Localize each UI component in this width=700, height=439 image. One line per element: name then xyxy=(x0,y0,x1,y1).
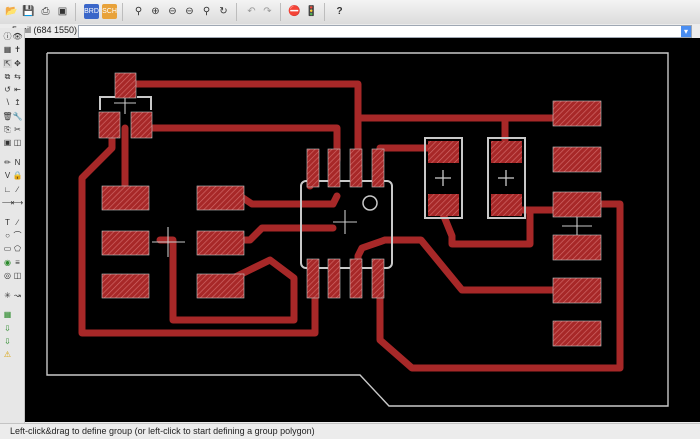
split-icon[interactable]: ∖ xyxy=(4,98,11,107)
cam-icon[interactable]: ▣ xyxy=(57,6,68,17)
rotate-icon[interactable]: ↺ xyxy=(4,85,11,94)
zoom-fit-icon[interactable]: ⚲ xyxy=(134,6,143,17)
tool-palette: ⓘ 👁 ▦ ✝ ⇱ ✥ ⧉ ⇆ ↺ ⇤ ∖ ↥ 🗑 🔧 ⎘ ✂ ▣ ◫ ✏ N … xyxy=(0,28,25,423)
redo-icon[interactable]: ↷ xyxy=(263,6,272,17)
command-bar: 5 mil (684 1550) ▾ xyxy=(0,24,700,39)
trace xyxy=(354,114,582,164)
ripup-icon[interactable]: ⟷ xyxy=(11,198,24,207)
text-icon[interactable]: T xyxy=(5,218,10,227)
toolbar-separator xyxy=(236,3,237,21)
align-icon[interactable]: ⇤ xyxy=(14,85,21,94)
warning-icon[interactable]: ⚠ xyxy=(3,350,12,359)
cut-icon[interactable]: ✂ xyxy=(14,125,21,134)
group-select-icon[interactable]: ⇱ xyxy=(3,59,12,68)
move-icon[interactable]: ✥ xyxy=(14,59,21,68)
trace xyxy=(121,80,362,164)
name-icon[interactable]: N xyxy=(14,158,21,167)
board-outline xyxy=(46,52,669,407)
show-icon[interactable]: 👁 xyxy=(12,32,23,41)
redraw-icon[interactable]: ↻ xyxy=(219,6,228,17)
coordinate-readout: 5 mil (684 1550) xyxy=(12,25,78,35)
rect-icon[interactable]: ▭ xyxy=(3,244,12,253)
status-message: Left-click&drag to define group (or left… xyxy=(10,426,315,436)
mirror-icon[interactable]: ⇆ xyxy=(14,72,21,81)
undo-icon[interactable]: ↶ xyxy=(247,6,256,17)
wire-icon[interactable]: ∕ xyxy=(16,218,19,227)
change-icon[interactable]: 🔧 xyxy=(12,112,23,121)
smash-icon[interactable]: ✏ xyxy=(4,158,11,167)
zoom-window-icon[interactable]: ⚲ xyxy=(202,6,211,17)
toolbar-separator xyxy=(75,3,76,21)
origin-marks xyxy=(114,92,592,257)
open-icon[interactable]: 📂 xyxy=(5,6,18,17)
board-drawing xyxy=(46,52,669,407)
mark-icon[interactable]: ✝ xyxy=(14,45,21,54)
lock-icon[interactable]: 🔒 xyxy=(12,171,23,180)
main-toolbar: 📂 💾 ⎙ ▣ BRD SCH ⚲ ⊕ ⊖ ⊖ ⚲ ↻ ↶ ↷ ⛔ 🚦 ? xyxy=(0,0,700,25)
display-layers-icon[interactable]: ▦ xyxy=(3,45,12,54)
polygon-icon[interactable]: ⬠ xyxy=(14,244,21,253)
board-icon[interactable]: BRD xyxy=(84,4,99,19)
schematic-icon[interactable]: SCH xyxy=(102,4,117,19)
save-icon[interactable]: 💾 xyxy=(22,6,35,17)
trace xyxy=(439,206,582,248)
add-icon[interactable]: ▣ xyxy=(3,138,12,147)
miter-icon[interactable]: ∟ xyxy=(3,185,12,194)
info-icon[interactable]: ⓘ xyxy=(3,32,12,41)
ic-footprint xyxy=(300,148,393,299)
print-icon[interactable]: ⎙ xyxy=(41,6,50,17)
toolbar-separator xyxy=(280,3,281,21)
stop-icon[interactable]: ⛔ xyxy=(288,6,301,17)
route-icon[interactable]: ⟶ xyxy=(1,198,14,207)
copy-icon[interactable]: ⧉ xyxy=(4,71,11,81)
trace xyxy=(381,236,582,294)
go-icon[interactable]: 🚦 xyxy=(305,6,318,17)
capacitor-footprints xyxy=(424,137,526,219)
trace xyxy=(376,200,624,372)
optimize-icon[interactable]: ↥ xyxy=(14,98,21,107)
signal-icon[interactable]: ≡ xyxy=(15,258,20,267)
attribute-icon[interactable]: ◫ xyxy=(13,271,22,280)
via-icon[interactable]: ◉ xyxy=(4,258,11,267)
paste-icon[interactable]: ⎘ xyxy=(4,124,11,134)
arc-icon[interactable]: ⌒ xyxy=(13,231,22,240)
board-canvas[interactable] xyxy=(25,38,700,422)
help-icon[interactable]: ? xyxy=(336,6,343,17)
toolbar-separator xyxy=(122,3,123,21)
ratsnest-icon[interactable]: ✳ xyxy=(4,291,11,300)
status-bar: Left-click&drag to define group (or left… xyxy=(0,423,700,439)
command-input[interactable]: ▾ xyxy=(78,25,692,38)
hole-icon[interactable]: ◎ xyxy=(4,271,11,280)
drc-icon[interactable]: ▦ xyxy=(3,310,12,319)
delete-icon[interactable]: 🗑 xyxy=(2,112,13,121)
zoom-out-icon[interactable]: ⊖ xyxy=(168,6,177,17)
trace xyxy=(156,236,298,324)
erc-icon[interactable]: ⇩ xyxy=(4,324,11,333)
replace-icon[interactable]: ◫ xyxy=(13,138,22,147)
errors-icon[interactable]: ⇩ xyxy=(4,337,11,346)
zoom-in-icon[interactable]: ⊕ xyxy=(151,6,160,17)
autorouter-icon[interactable]: ↝ xyxy=(14,291,21,300)
copper-traces xyxy=(78,80,624,372)
value-icon[interactable]: V xyxy=(4,171,11,180)
sot-footprint xyxy=(98,72,153,139)
zoom-out-2-icon[interactable]: ⊖ xyxy=(185,6,194,17)
left-pads xyxy=(101,185,245,299)
trace xyxy=(78,124,319,337)
toolbar-separator xyxy=(324,3,325,21)
command-history-dropdown[interactable]: ▾ xyxy=(681,26,691,37)
header-pads xyxy=(552,100,602,347)
split-wire-icon[interactable]: ∕ xyxy=(16,185,19,194)
circle-icon[interactable]: ○ xyxy=(5,231,10,240)
